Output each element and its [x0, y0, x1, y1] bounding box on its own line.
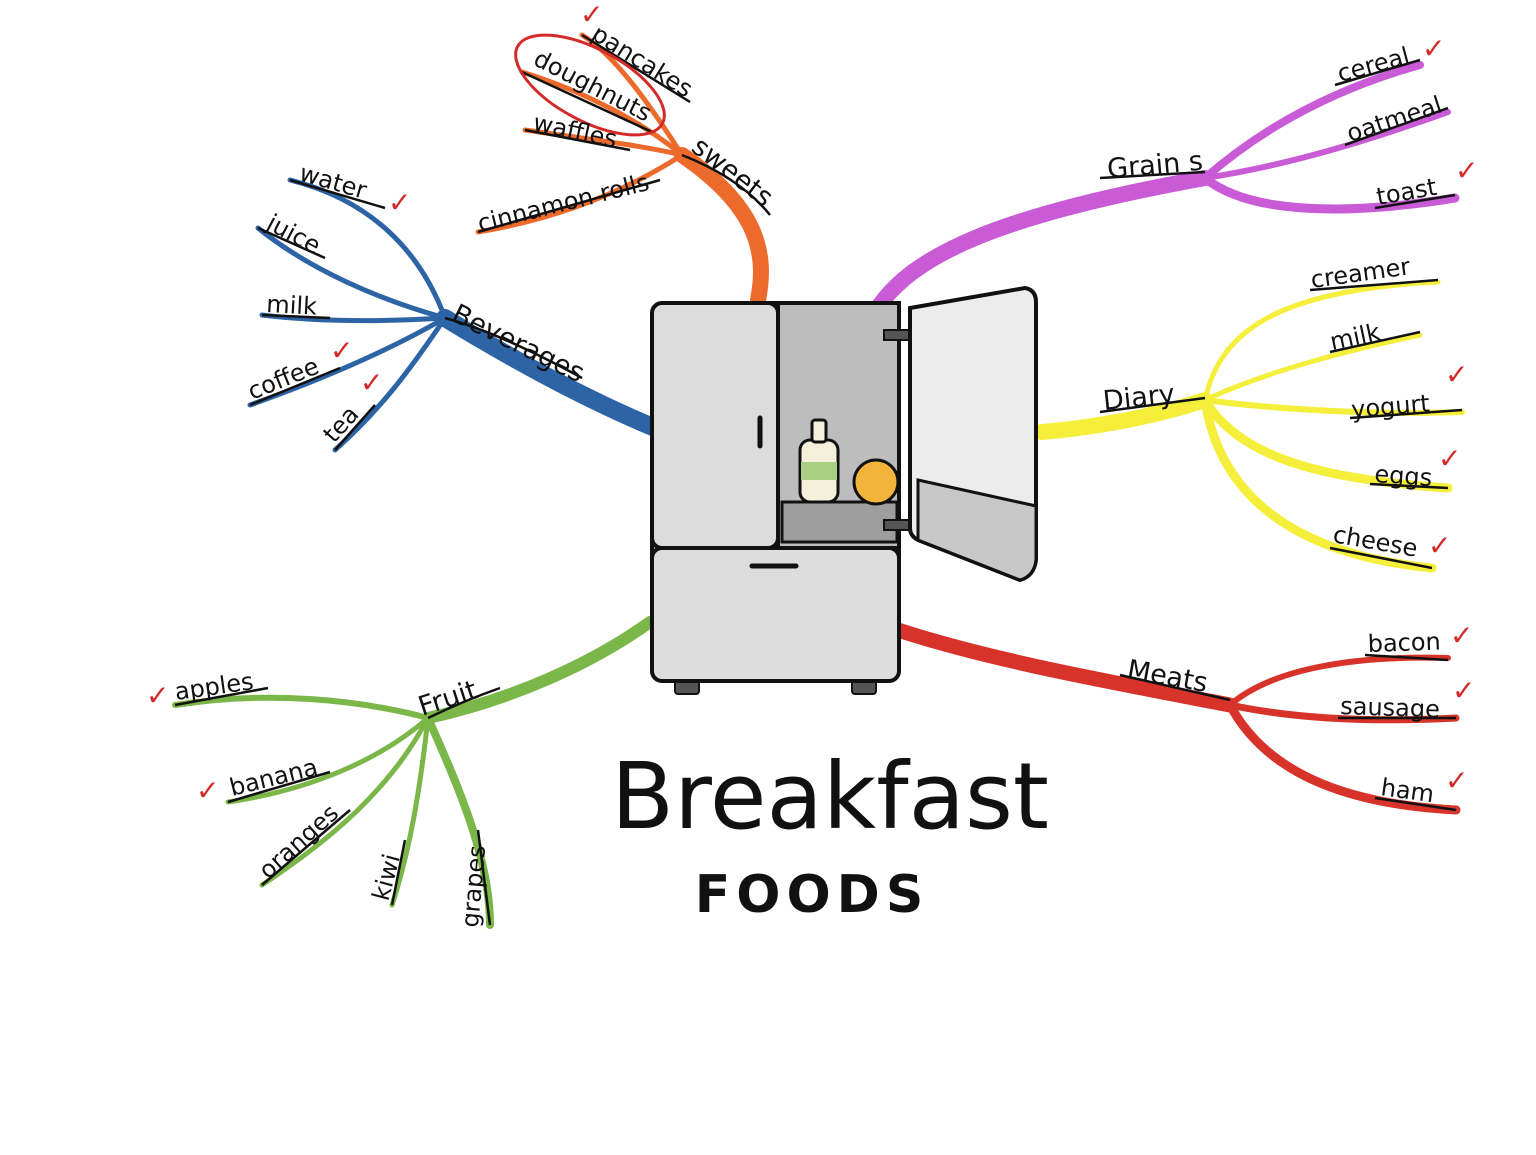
stem-juice — [255, 225, 448, 321]
item-label-kiwi: kiwi — [367, 851, 406, 904]
stem-apples — [172, 694, 431, 721]
underline-oranges — [261, 809, 351, 886]
stem-toast — [1200, 173, 1460, 214]
stem-doughnuts — [519, 69, 685, 158]
trunk-sweets — [674, 147, 769, 308]
check-mark-icon: ✓ — [1422, 32, 1445, 65]
underline-oatmeal — [1344, 106, 1449, 147]
stem-banana — [225, 715, 431, 805]
trunk-diary — [1034, 392, 1213, 440]
stem-milk — [259, 312, 448, 324]
check-mark-icon: ✓ — [146, 679, 169, 712]
underline-juice — [257, 226, 326, 260]
item-label-sausage: sausage — [1340, 692, 1441, 723]
category-label-beverages: Beverages — [447, 298, 589, 389]
underline-bacon — [1364, 653, 1449, 662]
stem-ham — [1225, 700, 1461, 815]
item-label-oatmeal: oatmeal — [1343, 91, 1445, 148]
underline-meats — [1119, 673, 1231, 702]
underline-coffee — [249, 366, 341, 407]
underline-apples — [174, 686, 269, 707]
underline-pancakes — [581, 33, 691, 104]
item-label-bacon: bacon — [1367, 627, 1441, 658]
item-label-coffee: coffee — [244, 352, 323, 406]
item-label-milk: milk — [266, 290, 318, 321]
branch-diary: Diary creamer milk yogurt ✓ eggs ✓ chees… — [1034, 252, 1468, 573]
item-label-water: water — [296, 159, 370, 205]
stem-cereal — [1201, 61, 1424, 182]
underline-milk-diary — [1329, 330, 1421, 354]
branch-fruit: Fruit apples ✓ banana ✓ oranges kiwi gra… — [146, 616, 656, 929]
underline-tea — [334, 404, 376, 451]
underline-kiwi — [390, 839, 407, 906]
check-mark-icon: ✓ — [330, 334, 353, 367]
check-mark-icon: ✓ — [1428, 529, 1451, 562]
underline-eggs — [1369, 482, 1449, 490]
check-mark-icon: ✓ — [1452, 674, 1475, 707]
underline-grains — [1099, 170, 1206, 180]
branch-sweets: sweets pancakes ✓ doughnuts waffles cinn… — [475, 0, 779, 308]
diagram-subtitle: FOODS — [695, 865, 930, 925]
check-mark-icon: ✓ — [388, 186, 411, 219]
underline-cereal — [1334, 58, 1421, 87]
diagram-title: Breakfast — [611, 743, 1049, 850]
underline-diary — [1099, 396, 1206, 414]
check-mark-icon: ✓ — [580, 0, 603, 31]
stem-eggs — [1200, 395, 1453, 493]
underline-yogurt — [1349, 408, 1463, 420]
check-mark-icon: ✓ — [196, 774, 219, 807]
trunk-beverages — [436, 309, 664, 437]
stem-kiwi — [389, 715, 431, 908]
item-label-oranges: oranges — [253, 799, 344, 885]
underline-beverages — [444, 316, 583, 380]
check-mark-icon: ✓ — [1445, 358, 1468, 391]
underline-waffles — [524, 128, 631, 152]
stem-cheese — [1200, 395, 1437, 573]
refrigerator-icon — [650, 285, 1038, 695]
item-label-eggs: eggs — [1374, 460, 1434, 492]
trunk-grains — [867, 170, 1213, 320]
stem-tea — [332, 315, 448, 453]
underline-sweets — [681, 153, 771, 216]
stem-milk-diary — [1202, 332, 1423, 403]
trunk-meats — [890, 622, 1238, 713]
check-mark-icon: ✓ — [1445, 764, 1468, 797]
underline-toast — [1374, 193, 1456, 210]
branch-meats: Meats bacon ✓ sausage ✓ ham ✓ — [890, 619, 1475, 815]
check-mark-icon: ✓ — [1450, 619, 1473, 652]
item-label-yogurt: yogurt — [1350, 389, 1431, 424]
check-mark-icon: ✓ — [1438, 442, 1461, 475]
check-mark-icon: ✓ — [1455, 154, 1478, 187]
trunk-fruit — [422, 616, 656, 724]
highlight-circle — [514, 33, 666, 137]
underline-ham — [1374, 796, 1457, 812]
check-mark-icon: ✓ — [360, 366, 383, 399]
branch-grains: Grain s cereal ✓ oatmeal toast ✓ — [867, 32, 1478, 320]
stem-cinnamon-rolls — [475, 152, 685, 235]
item-label-milk-diary: milk — [1327, 318, 1382, 356]
stem-creamer — [1202, 279, 1441, 403]
underline-creamer — [1309, 278, 1439, 292]
underline-milk — [261, 313, 331, 320]
underline-grapes — [476, 829, 492, 926]
stem-grapes — [424, 714, 494, 929]
stem-oatmeal — [1202, 109, 1451, 181]
underline-cinnamon-rolls — [477, 178, 661, 234]
underline-fruit — [427, 686, 501, 720]
item-label-cinnamon-rolls: cinnamon rolls — [475, 168, 652, 238]
underline-banana — [227, 770, 331, 804]
category-label-diary: Diary — [1101, 379, 1176, 417]
item-label-tea: tea — [318, 400, 365, 448]
underline-water — [289, 178, 386, 210]
underline-doughnuts — [521, 70, 653, 134]
stem-oranges — [259, 715, 431, 888]
underline-cheese — [1329, 546, 1433, 570]
item-label-waffles: waffles — [531, 108, 620, 153]
